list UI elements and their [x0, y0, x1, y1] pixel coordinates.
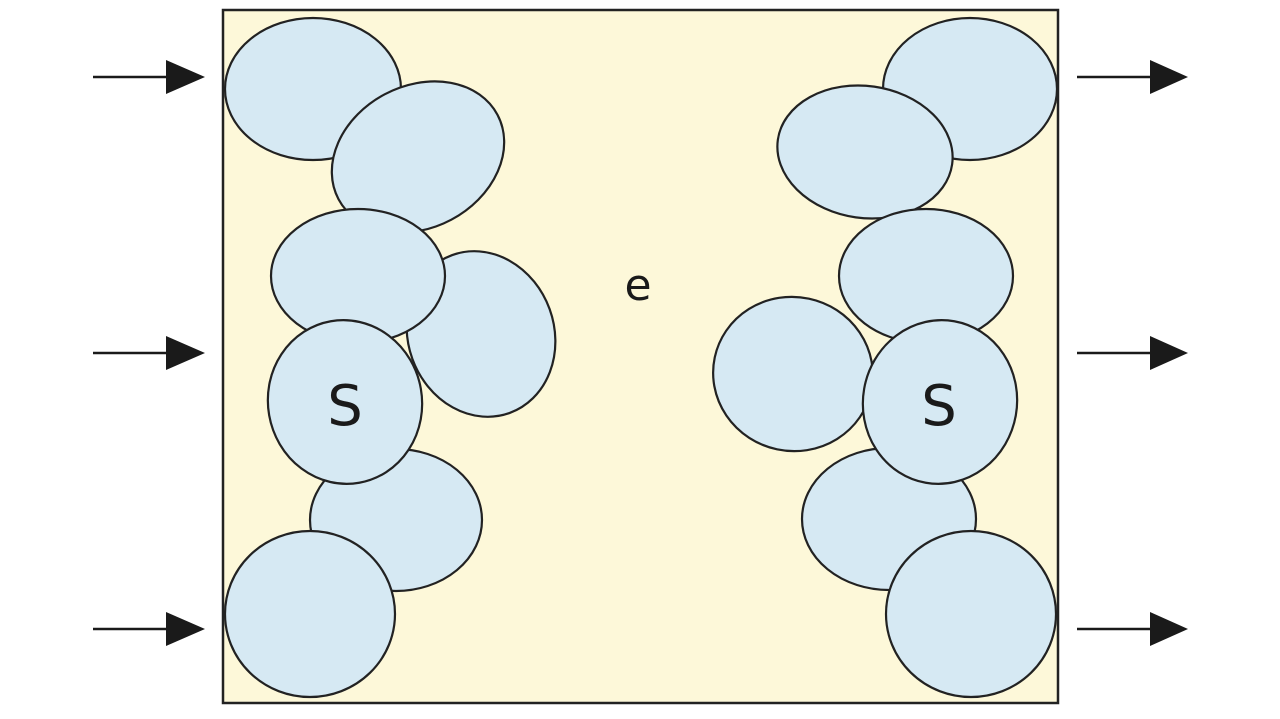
right-arrows — [1077, 60, 1188, 646]
left-grain-label: S — [327, 374, 363, 439]
right-arrow-top — [1077, 60, 1188, 94]
left-arrow-bottom — [93, 612, 205, 646]
center-label: e — [624, 260, 651, 311]
grain-left-7 — [223, 529, 397, 699]
grain-left-2 — [330, 80, 506, 234]
left-arrow-middle — [93, 336, 205, 370]
grain-right-7 — [884, 529, 1058, 699]
right-arrow-middle — [1077, 336, 1188, 370]
grain-right-2 — [776, 84, 954, 220]
left-grain-cluster — [223, 16, 557, 699]
left-arrow-top — [93, 60, 205, 94]
right-grain-cluster — [712, 16, 1059, 699]
right-grain-label: S — [921, 374, 957, 439]
grain-right-5 — [861, 319, 1019, 485]
grain-left-5 — [266, 319, 424, 485]
grain-left-4 — [405, 250, 557, 418]
left-arrows — [93, 60, 205, 646]
right-arrow-bottom — [1077, 612, 1188, 646]
